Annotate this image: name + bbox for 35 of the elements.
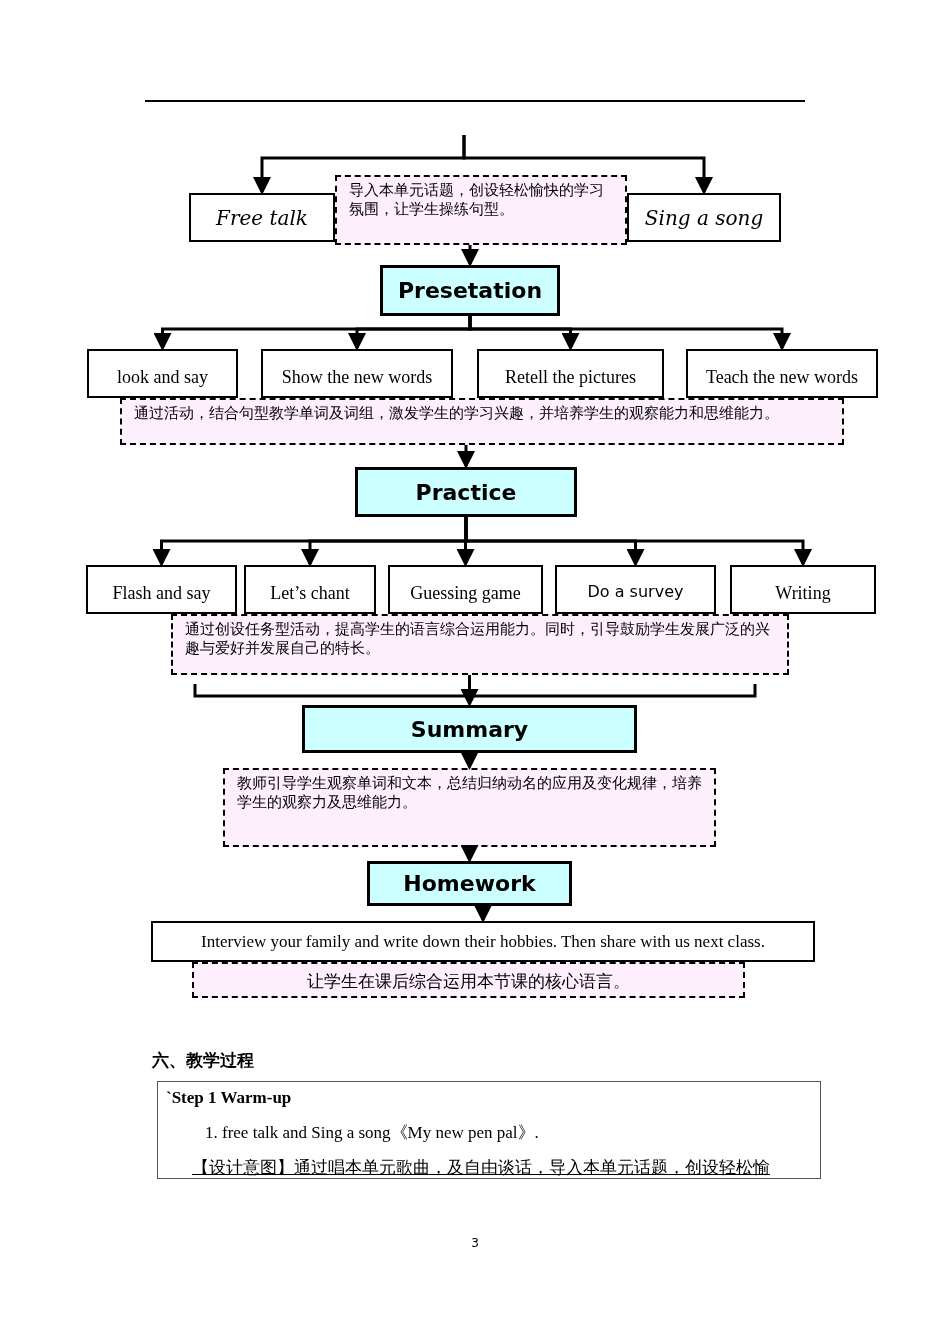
design-note-box: 让学生在课后综合运用本节课的核心语言。	[192, 962, 745, 998]
stage-box: Homework	[367, 861, 572, 906]
activity-box: Flash and say	[86, 565, 237, 614]
step-heading: `Step 1 Warm-up	[166, 1087, 293, 1109]
stage-box: Summary	[302, 705, 637, 753]
activity-box: Do a survey	[555, 565, 716, 614]
design-note-box: 通过活动，结合句型教学单词及词组，激发学生的学习兴趣，并培养学生的观察能力和思维能力。	[120, 398, 844, 445]
activity-box: Guessing game	[388, 565, 543, 614]
design-note-box: 教师引导学生观察单词和文本，总结归纳动名的应用及变化规律，培养学生的观察力及思维能力。	[223, 768, 716, 847]
arrow	[462, 135, 713, 195]
step-item: 1. free talk and Sing a song《My new pen pal》.	[205, 1122, 540, 1144]
design-note-box: 通过创设任务型活动，提高学生的语言综合运用能力。同时，引导鼓励学生发展广泛的兴趣与爱好并发展自己的特长。	[171, 614, 789, 675]
activity-box: Writing	[730, 565, 876, 614]
activity-box: Sing a song	[627, 193, 781, 242]
section-heading: 六、教学过程	[152, 1049, 255, 1072]
homework-task-box: Interview your family and write down their hobbies. Then share with us next class.	[151, 921, 815, 962]
page-number: 3	[470, 1235, 480, 1252]
arrow	[468, 316, 791, 351]
activity-box: Teach the new words	[686, 349, 878, 398]
arrow	[457, 445, 475, 469]
activity-box: look and say	[87, 349, 238, 398]
stage-box: Practice	[355, 467, 577, 517]
arrow	[464, 517, 812, 567]
activity-box: Retell the pictures	[477, 349, 664, 398]
arrow	[460, 752, 479, 770]
arrow	[461, 245, 479, 267]
stage-box: Presetation	[380, 265, 560, 316]
arrow	[460, 675, 479, 707]
activity-box: Show the new words	[261, 349, 453, 398]
arrow	[474, 905, 492, 923]
design-intent-text: 【设计意图】通过唱本单元歌曲，及自由谈话，导入本单元话题，创设轻松愉	[192, 1157, 771, 1179]
activity-box: Let’s chant	[244, 565, 376, 614]
design-note-box: 导入本单元话题，创设轻松愉快的学习氛围，让学生操练句型。	[335, 175, 627, 245]
arrow	[460, 845, 479, 863]
activity-box: Free talk	[189, 193, 335, 242]
